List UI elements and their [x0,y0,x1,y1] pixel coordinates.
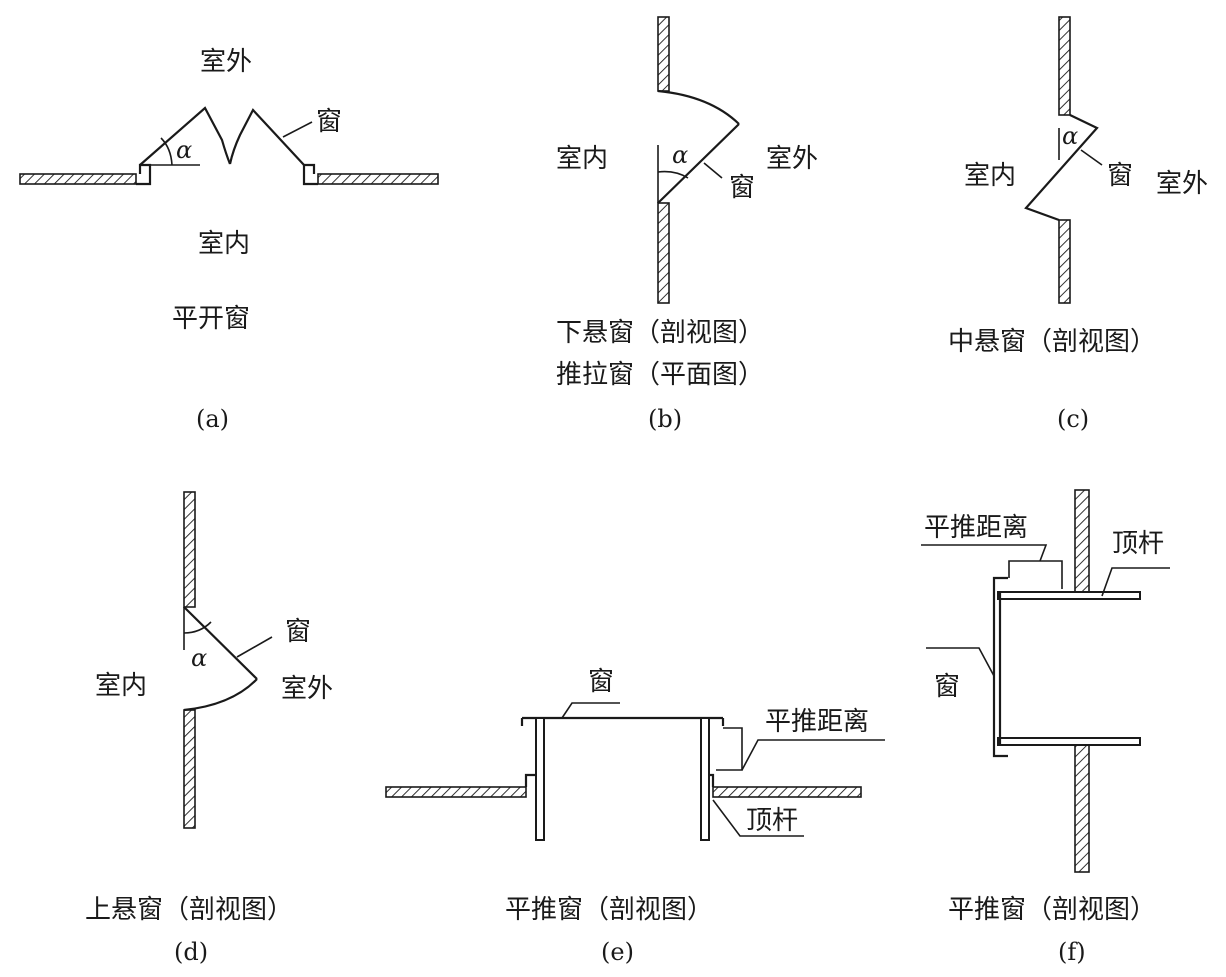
window-leader [926,647,995,677]
label-window: 窗 [588,667,614,697]
sash [1024,114,1099,222]
panel-f: 平推距离 顶杆 窗 平推窗（剖视图） (f) [921,489,1170,966]
label-indoor: 室内 [95,671,147,701]
label-outdoor: 室外 [1156,169,1208,199]
panel-title-2: 推拉窗（平面图） [556,360,764,390]
panel-title-1: 下悬窗（剖视图） [556,318,764,348]
label-indoor: 室内 [556,144,608,174]
label-top-rod: 顶杆 [746,806,798,836]
wall-lower [657,202,670,304]
sash [657,123,740,204]
top-rod-leader [1101,567,1170,597]
window-sash [992,576,1008,758]
panel-title: 中悬窗（剖视图） [948,327,1156,357]
sash-arc [183,678,258,712]
push-distance-bracket [1008,560,1063,589]
panel-a: 室外 窗 α 室内 平开窗 (a) [19,47,439,433]
rod-lower [997,737,1141,746]
window-leader [236,636,273,658]
wall-lower [183,709,196,829]
angle-arc [183,621,212,634]
push-distance-bracket [716,727,743,771]
panel-c: α 室内 窗 室外 中悬窗（剖视图） (c) [948,16,1208,433]
label-alpha: α [176,136,192,164]
label-outdoor: 室外 [200,47,252,77]
label-window: 窗 [316,107,342,137]
wall-right [712,786,862,798]
wall-upper [657,16,670,92]
label-indoor: 室内 [198,229,250,259]
label-push-distance: 平推距离 [765,707,869,737]
window-leader [1080,149,1103,166]
label-window: 窗 [729,173,755,203]
left-frame-step [136,163,152,186]
panel-title: 平推窗（剖视图） [505,895,713,925]
push-distance-leader [741,739,885,771]
label-window: 窗 [1107,161,1133,191]
angle-arc [657,170,689,179]
label-outdoor: 室外 [766,144,818,174]
label-window: 窗 [934,672,960,702]
panel-d: 窗 α 室内 室外 上悬窗（剖视图） (d) [85,491,333,966]
sash-arc [657,89,740,125]
wall-left [19,173,137,185]
label-alpha: α [1062,122,1078,150]
sash [183,606,258,680]
label-window: 窗 [285,617,311,647]
label-indoor: 室内 [964,161,1016,191]
left-sash [139,106,232,166]
panel-e: 窗 平推距离 顶杆 平推窗（剖视图） (e) [385,667,885,966]
panel-title: 平开窗 [172,304,250,334]
label-alpha: α [191,644,207,672]
label-alpha: α [672,141,688,169]
window-leader [561,702,620,719]
panel-letter: (f) [1058,938,1086,966]
wall-right [317,173,439,185]
panel-title: 平推窗（剖视图） [948,895,1156,925]
panel-b: 室内 α 室外 窗 下悬窗（剖视图） 推拉窗（平面图） (b) [556,16,818,433]
wall-upper [183,491,196,608]
push-distance-leader [921,544,1048,562]
panel-letter: (c) [1057,405,1089,433]
wall-lower [1058,219,1071,304]
panel-letter: (a) [196,405,229,433]
rod-right [700,717,710,841]
angle-arc [160,137,173,166]
panel-letter: (d) [174,938,208,966]
wall-upper [1058,16,1071,116]
wall-lower [1074,744,1090,873]
rod-upper [997,591,1141,600]
panel-title: 上悬窗（剖视图） [85,895,293,925]
label-outdoor: 室外 [281,674,333,704]
rod-left [535,717,545,841]
right-sash [228,108,305,166]
panel-letter: (e) [601,938,634,966]
window-leader [282,121,313,138]
label-push-distance: 平推距离 [924,513,1028,543]
wall-left [385,786,527,798]
panel-letter: (b) [648,405,682,433]
label-top-rod: 顶杆 [1112,529,1164,559]
right-frame-step [302,163,318,186]
wall-upper [1074,489,1090,593]
left-frame-step [524,773,538,787]
window-leader [703,162,723,179]
top-rod-leader [712,799,804,837]
